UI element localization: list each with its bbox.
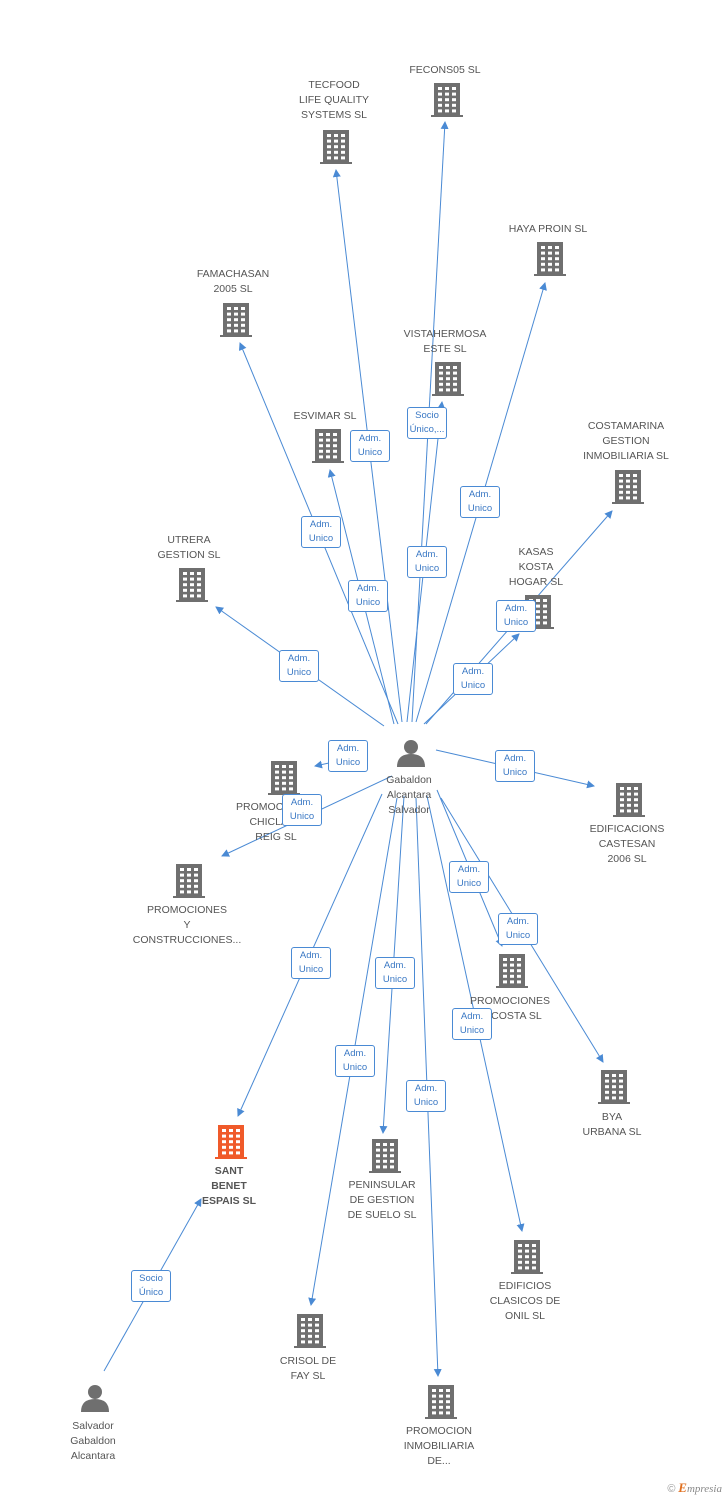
relation-badge-santbenet[interactable]: Adm. Unico — [291, 947, 331, 979]
relation-badge-chiclana[interactable]: Adm. Unico — [282, 794, 322, 826]
relation-badge-santbenet[interactable]: Socio Único — [131, 1270, 171, 1302]
node-label-famachasan[interactable]: FAMACHASAN 2005 SL — [196, 268, 270, 295]
building-icon-fecons[interactable] — [431, 83, 463, 117]
building-icon-famachasan[interactable] — [220, 303, 252, 337]
relation-badge-famachasan[interactable]: Adm. Unico — [301, 516, 341, 548]
building-icon-promocion[interactable] — [425, 1385, 457, 1419]
node-label-haya[interactable]: HAYA PROIN SL — [508, 223, 588, 235]
building-icon-promoconst[interactable] — [173, 864, 205, 898]
node-label-costamarina[interactable]: COSTAMARINA GESTION INMOBILIARIA SL — [583, 420, 669, 462]
building-icon-haya[interactable] — [534, 242, 566, 276]
node-label-fecons[interactable]: FECONS05 SL — [409, 64, 481, 76]
relation-badge-kasas[interactable]: Adm. Unico — [453, 663, 493, 695]
building-icon-utrera[interactable] — [176, 568, 208, 602]
person-icon-center[interactable] — [397, 740, 425, 767]
relation-badge-peninsular[interactable]: Adm. Unico — [375, 957, 415, 989]
copyright-symbol: © — [667, 1483, 676, 1495]
node-label-promocion[interactable]: PROMOCION INMOBILIARIA DE... — [403, 1425, 475, 1467]
relation-badge-promoconst[interactable]: Adm. Unico — [328, 740, 368, 772]
logo-text: mpresia — [686, 1483, 722, 1495]
building-icon-bya[interactable] — [598, 1070, 630, 1104]
node-label-utrera[interactable]: UTRERA GESTION SL — [157, 534, 221, 561]
relation-badge-costamarina[interactable]: Adm. Unico — [496, 600, 536, 632]
building-icon-promolacosta[interactable] — [496, 954, 528, 988]
logo-initial: E — [678, 1480, 687, 1495]
relation-badge-edificios[interactable]: Adm. Unico — [452, 1008, 492, 1040]
node-label-kasas[interactable]: KASAS KOSTA HOGAR SL — [508, 546, 564, 588]
relation-badge-haya[interactable]: Adm. Unico — [460, 486, 500, 518]
relation-badge-promocion[interactable]: Adm. Unico — [406, 1080, 446, 1112]
node-label-santbenet[interactable]: SANT BENET ESPAIS SL — [201, 1165, 257, 1207]
node-label-peninsular[interactable]: PENINSULAR DE GESTION DE SUELO SL — [347, 1179, 417, 1221]
relation-badge-vista[interactable]: Adm. Unico — [407, 546, 447, 578]
node-label-tecfood[interactable]: TECFOOD LIFE QUALITY SYSTEMS SL — [298, 79, 370, 121]
relation-badge-promolacosta[interactable]: Adm. Unico — [449, 861, 489, 893]
node-label-crisol[interactable]: CRISOL DE FAY SL — [279, 1355, 337, 1382]
building-icon-santbenet[interactable] — [215, 1125, 247, 1159]
relation-badge-utrera[interactable]: Adm. Unico — [279, 650, 319, 682]
relation-badge-fecons[interactable]: Socio Único,... — [407, 407, 447, 439]
building-icon-crisol[interactable] — [294, 1314, 326, 1348]
node-label-esvimar[interactable]: ESVIMAR SL — [293, 410, 357, 422]
building-icon-costamarina[interactable] — [612, 470, 644, 504]
building-icon-vista[interactable] — [432, 362, 464, 396]
node-label-edificios[interactable]: EDIFICIOS CLASICOS DE ONIL SL — [489, 1280, 561, 1322]
node-label-promoconst[interactable]: PROMOCIONES Y CONSTRUCCIONES... — [132, 904, 242, 946]
building-icon-edificacions[interactable] — [613, 783, 645, 817]
building-icon-esvimar[interactable] — [312, 429, 344, 463]
building-icon-tecfood[interactable] — [320, 130, 352, 164]
node-label-bya[interactable]: BYA URBANA SL — [582, 1111, 642, 1138]
node-label-edificacions[interactable]: EDIFICACIONS CASTESAN 2006 SL — [589, 823, 665, 865]
relation-badge-crisol[interactable]: Adm. Unico — [335, 1045, 375, 1077]
building-icon-edificios[interactable] — [511, 1240, 543, 1274]
person-icon-salvador[interactable] — [81, 1385, 109, 1412]
empresia-logo[interactable]: © Empresia — [667, 1480, 722, 1496]
building-icon-chiclana[interactable] — [268, 761, 300, 795]
node-label-vista[interactable]: VISTAHERMOSA ESTE SL — [403, 328, 487, 355]
building-icon-peninsular[interactable] — [369, 1139, 401, 1173]
node-label-center[interactable]: Gabaldon Alcantara Salvador — [386, 774, 432, 816]
relation-badge-tecfood[interactable]: Adm. Unico — [350, 430, 390, 462]
node-label-salvador[interactable]: Salvador Gabaldon Alcantara — [70, 1420, 116, 1462]
relation-badge-bya[interactable]: Adm. Unico — [498, 913, 538, 945]
relation-badge-edificacions[interactable]: Adm. Unico — [495, 750, 535, 782]
icons-layer — [81, 83, 645, 1419]
relation-badge-esvimar[interactable]: Adm. Unico — [348, 580, 388, 612]
